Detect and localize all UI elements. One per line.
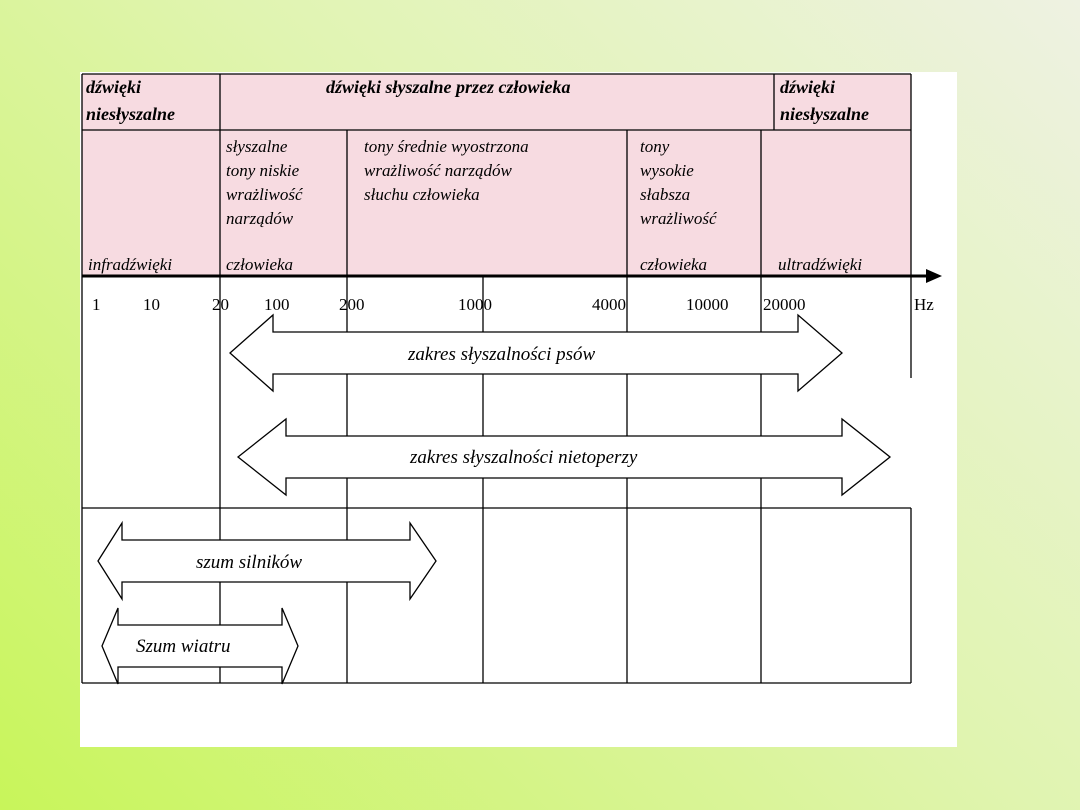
audible-header: dźwięki słyszalne przez człowieka: [326, 77, 571, 97]
tick-100: 100: [264, 295, 290, 314]
engines-range-arrow: [97, 520, 437, 602]
axis-unit-hz: Hz: [914, 295, 934, 314]
high-tones-line4: wrażliwość: [640, 209, 718, 228]
wind-range-arrow: [101, 607, 299, 685]
bats-range-label: zakres słyszalności nietoperzy: [409, 447, 638, 468]
ultrasound-label: ultradźwięki: [778, 255, 862, 274]
right-inaudible-line1: dźwięki: [780, 77, 835, 97]
high-tones-line1: tony: [640, 137, 670, 156]
infrasound-label: infradźwięki: [88, 255, 172, 274]
tick-10: 10: [143, 295, 160, 314]
mid-tones-line2: wrażliwość narządów: [364, 161, 512, 180]
low-tones-line1: słyszalne: [226, 137, 288, 156]
frequency-diagram: dźwięki niesłyszalne dźwięki słyszalne p…: [81, 73, 942, 685]
bats-range-arrow: [236, 417, 892, 497]
tick-200: 200: [339, 295, 365, 314]
left-inaudible-line1: dźwięki: [86, 77, 141, 97]
low-tones-line3: wrażliwość: [226, 185, 304, 204]
tick-20: 20: [212, 295, 229, 314]
high-tones-line2: wysokie: [640, 161, 694, 180]
axis-arrowhead: [926, 269, 942, 283]
low-tones-line5: człowieka: [226, 255, 293, 274]
tick-1: 1: [92, 295, 101, 314]
wind-range-label: Szum wiatru: [136, 636, 231, 657]
low-tones-line4: narządów: [226, 209, 294, 228]
low-tones-line2: tony niskie: [226, 161, 300, 180]
high-tones-line5: człowieka: [640, 255, 707, 274]
dogs-range-arrow: [229, 313, 843, 393]
dogs-range-label: zakres słyszalności psów: [407, 344, 596, 365]
tick-1000: 1000: [458, 295, 492, 314]
tick-20000: 20000: [763, 295, 806, 314]
mid-tones-line1: tony średnie wyostrzona: [364, 137, 529, 156]
left-inaudible-line2: niesłyszalne: [86, 104, 175, 124]
right-inaudible-line2: niesłyszalne: [780, 104, 869, 124]
tick-4000: 4000: [592, 295, 626, 314]
tick-10000: 10000: [686, 295, 729, 314]
engines-range-label: szum silników: [196, 552, 302, 573]
high-tones-line3: słabsza: [640, 185, 690, 204]
mid-tones-line3: słuchu człowieka: [364, 185, 480, 204]
slide: dźwięki niesłyszalne dźwięki słyszalne p…: [80, 72, 957, 747]
